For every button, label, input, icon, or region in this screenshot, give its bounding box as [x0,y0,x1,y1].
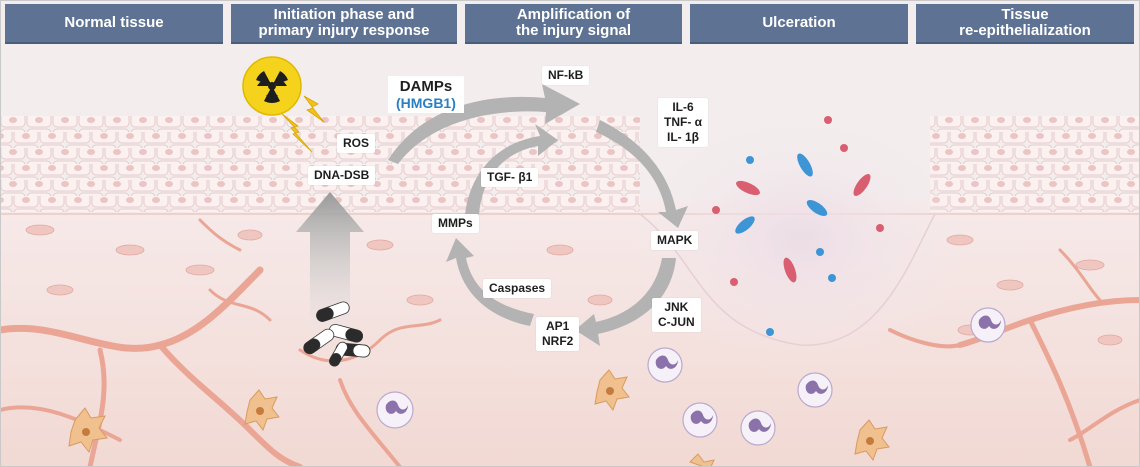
ulcer-cells [712,116,884,336]
epithelium-right [930,116,1140,212]
mapk-label: MAPK [651,231,699,250]
header-normal-tissue: Normal tissue [5,4,223,44]
jnk-label: JNK C-JUN [652,298,701,332]
mmps-label: MMPs [432,214,479,233]
caspases-label: Caspases [483,279,552,298]
ros-label: ROS [337,134,376,153]
nfkb-label: NF-kB [542,66,590,85]
tgf-label: TGF- β1 [481,168,539,187]
header-initiation-phase: Initiation phase and primary injury resp… [231,4,457,44]
capsule-icon [303,301,371,367]
radiation-icon [242,56,302,116]
lightning-icon [281,95,325,153]
neutrophil-icon [376,307,1006,446]
header-amplification: Amplification of the injury signal [465,4,682,44]
ap1-label: AP1 NRF2 [536,317,580,351]
fibroblast-icon [68,369,890,467]
up-arrow [296,192,364,330]
hmgb1-text: (HMGB1) [396,95,456,111]
dna-dsb-label: DNA-DSB [308,166,376,185]
damps-text: DAMPs [399,78,453,95]
header-re-epithelialization: Tissue re-epithelialization [916,4,1134,44]
damps-label: DAMPs (HMGB1) [388,76,464,113]
blood-vessels [0,218,1140,467]
header-ulceration: Ulceration [690,4,908,44]
cytokines-label: IL-6 TNF- α IL- 1β [658,98,709,147]
